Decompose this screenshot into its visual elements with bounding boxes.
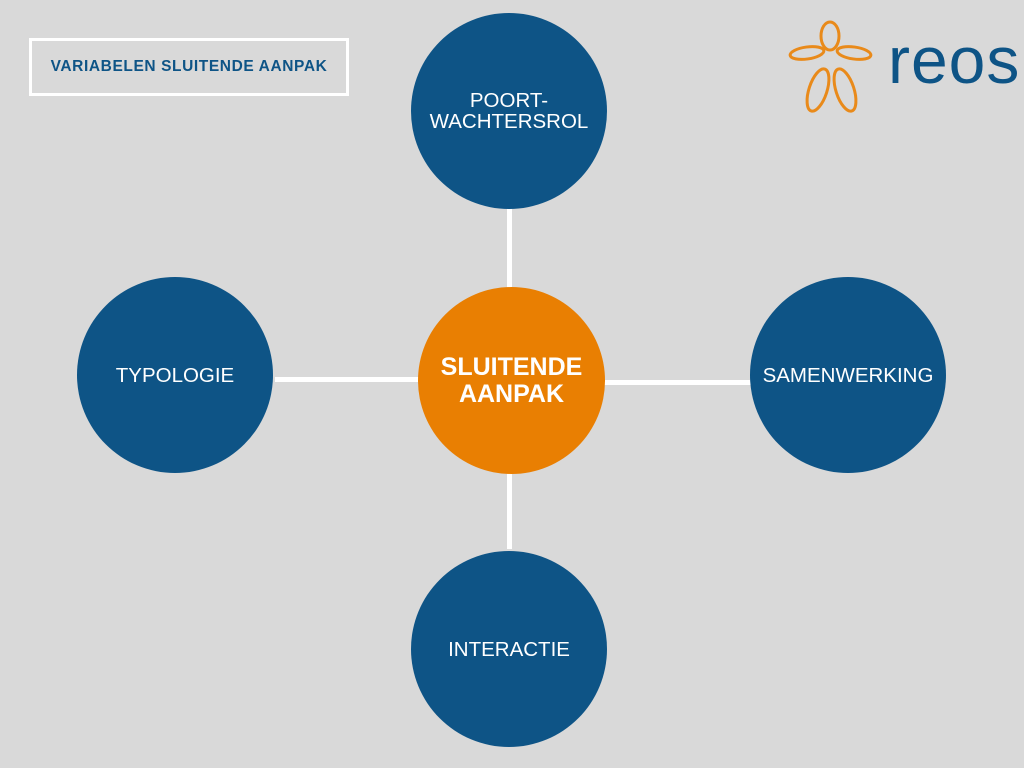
node-interactie-label: INTERACTIE [448,637,570,661]
connector-left [275,377,419,382]
reos-figure-icon [788,20,873,113]
node-samenwerking: SAMENWERKING [750,277,946,473]
reos-logo-text: reos [888,23,1021,97]
node-sluitende-aanpak-label: SLUITENDE AANPAK [440,352,583,408]
diagram-title-text: VARIABELEN SLUITENDE AANPAK [50,58,328,75]
node-poortwachtersrol: POORT- WACHTERSROL [411,13,607,209]
diagram-title: VARIABELEN SLUITENDE AANPAK [29,38,349,96]
node-samenwerking-label: SAMENWERKING [762,363,934,387]
node-typologie: TYPOLOGIE [77,277,273,473]
node-interactie: INTERACTIE [411,551,607,747]
connector-right [604,380,751,385]
node-sluitende-aanpak: SLUITENDE AANPAK [418,287,605,474]
node-poortwachtersrol-label: POORT- WACHTERSROL [429,89,589,133]
connector-bottom [507,473,512,549]
reos-logo: reos [788,16,1019,116]
connector-top [507,208,512,288]
node-typologie-label: TYPOLOGIE [115,363,235,387]
